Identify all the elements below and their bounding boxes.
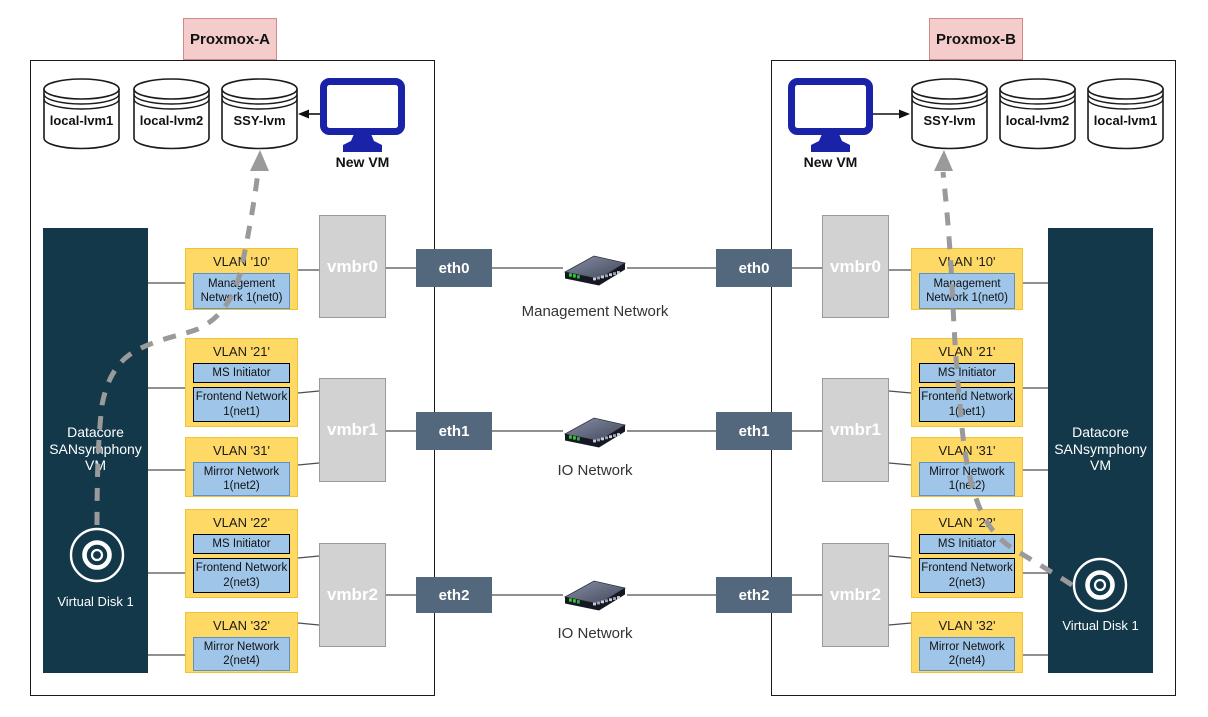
- host-label-text-b: Proxmox-B: [935, 30, 1017, 48]
- net-item-b-net2: Mirror Network 1(net2): [919, 462, 1015, 496]
- net-item-a-ms-initiator-2: MS Initiator: [193, 534, 290, 554]
- nic-b-eth2: eth2: [716, 577, 792, 613]
- vlan-box-a-22: VLAN '22' MS Initiator Frontend Network …: [185, 509, 298, 598]
- network-label-io-2: IO Network: [557, 624, 633, 642]
- bridge-b-vmbr1: vmbr1: [822, 378, 889, 482]
- sansymphony-vm-box-b: Datacore SANsymphony VM: [1048, 228, 1153, 673]
- storage-label-b-local-lvm2: local-lvm2: [1005, 112, 1070, 128]
- storage-label-a-local-lvm1: local-lvm1: [49, 112, 114, 128]
- bridge-a-vmbr0: vmbr0: [319, 215, 386, 318]
- vlan-box-b-22: VLAN '22' MS Initiator Frontend Network …: [911, 509, 1023, 598]
- switch-icon-io-1: [564, 417, 626, 448]
- vlan-title: VLAN '22': [938, 515, 996, 530]
- net-item-a-ms-initiator-1: MS Initiator: [193, 363, 290, 383]
- host-label-text-a: Proxmox-A: [189, 30, 271, 48]
- vlan-title: VLAN '22': [213, 515, 270, 530]
- vlan-box-b-32: VLAN '32' Mirror Network 2(net4): [911, 612, 1023, 673]
- nic-a-eth2: eth2: [416, 577, 492, 613]
- vlan-box-b-10: VLAN '10' Management Network 1(net0): [911, 248, 1023, 310]
- net-item-b-net4: Mirror Network 2(net4): [919, 637, 1015, 671]
- vlan-title: VLAN '21': [938, 344, 996, 359]
- vlan-box-a-32: VLAN '32' Mirror Network 2(net4): [185, 612, 298, 673]
- virtual-disk-label-b: Virtual Disk 1: [1062, 617, 1139, 633]
- vlan-box-a-10: VLAN '10' Management Network 1(net0): [185, 248, 298, 310]
- host-box-proxmox-a: [30, 60, 435, 696]
- vlan-box-b-21: VLAN '21' MS Initiator Frontend Network …: [911, 338, 1023, 427]
- nic-a-eth0: eth0: [416, 249, 492, 287]
- vlan-title: VLAN '32': [938, 618, 996, 633]
- net-item-a-net1: Frontend Network 1(net1): [193, 387, 290, 422]
- vlan-title: VLAN '10': [938, 254, 996, 269]
- vlan-title: VLAN '31': [213, 443, 270, 458]
- bridge-a-vmbr1: vmbr1: [319, 378, 386, 482]
- net-item-a-net2: Mirror Network 1(net2): [193, 462, 290, 496]
- net-item-b-net0: Management Network 1(net0): [919, 273, 1015, 309]
- nic-b-eth0: eth0: [716, 249, 792, 287]
- net-item-b-net1: Frontend Network 1(net1): [919, 387, 1015, 422]
- new-vm-label-a: New VM: [335, 154, 390, 170]
- net-item-a-net4: Mirror Network 2(net4): [193, 637, 290, 671]
- vlan-title: VLAN '21': [213, 344, 270, 359]
- bridge-b-vmbr0: vmbr0: [822, 215, 889, 318]
- vlan-title: VLAN '32': [213, 618, 270, 633]
- storage-label-b-local-lvm1: local-lvm1: [1093, 112, 1158, 128]
- host-label-proxmox-b: Proxmox-B: [929, 18, 1023, 60]
- bridge-a-vmbr2: vmbr2: [319, 543, 386, 647]
- network-label-io-1: IO Network: [557, 461, 633, 479]
- net-item-a-net3: Frontend Network 2(net3): [193, 558, 290, 593]
- new-vm-label-b: New VM: [803, 154, 858, 170]
- storage-label-a-ssy-lvm: SSY-lvm: [233, 112, 286, 128]
- switch-icon-management: [564, 255, 626, 286]
- storage-label-a-local-lvm2: local-lvm2: [139, 112, 204, 128]
- vlan-box-a-21: VLAN '21' MS Initiator Frontend Network …: [185, 338, 298, 427]
- storage-label-b-ssy-lvm: SSY-lvm: [923, 112, 976, 128]
- nic-b-eth1: eth1: [716, 412, 792, 450]
- bridge-b-vmbr2: vmbr2: [822, 543, 889, 647]
- host-label-proxmox-a: Proxmox-A: [183, 18, 277, 60]
- nic-a-eth1: eth1: [416, 412, 492, 450]
- virtual-disk-label-a: Virtual Disk 1: [57, 593, 134, 609]
- net-item-b-ms-initiator-1: MS Initiator: [919, 363, 1015, 383]
- vlan-box-b-31: VLAN '31' Mirror Network 1(net2): [911, 437, 1023, 497]
- switch-icon-io-2: [564, 580, 626, 611]
- host-box-proxmox-b: [771, 60, 1176, 696]
- vlan-title: VLAN '31': [938, 443, 996, 458]
- net-item-b-net3: Frontend Network 2(net3): [919, 558, 1015, 593]
- network-label-management: Management Network: [521, 302, 669, 320]
- vm-name-a: Datacore SANsymphony VM: [49, 424, 142, 474]
- vlan-box-a-31: VLAN '31' Mirror Network 1(net2): [185, 437, 298, 497]
- vlan-title: VLAN '10': [213, 254, 270, 269]
- vm-name-b: Datacore SANsymphony VM: [1054, 424, 1147, 474]
- net-item-a-net0: Management Network 1(net0): [193, 273, 290, 309]
- net-item-b-ms-initiator-2: MS Initiator: [919, 534, 1015, 554]
